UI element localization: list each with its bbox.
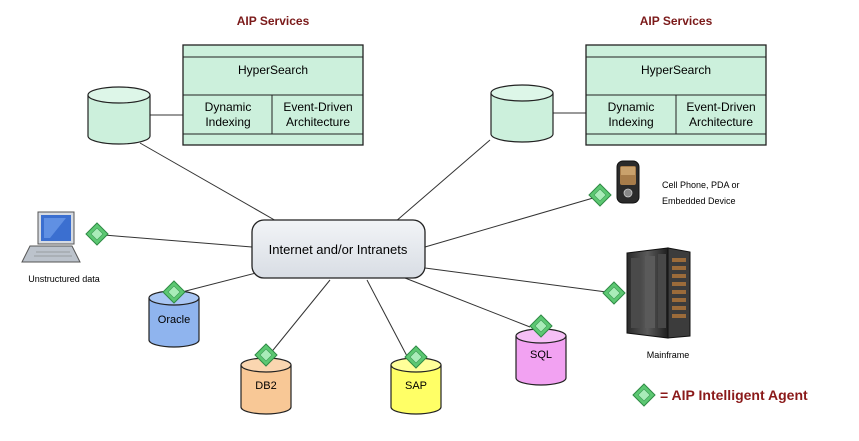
hub-label: Internet and/or Intranets	[269, 242, 408, 257]
link-phone	[424, 195, 601, 248]
agent-diamond-icon	[632, 383, 656, 407]
oracle-label: Oracle	[158, 314, 190, 326]
dynamic-label-line1: Dynamic	[608, 100, 655, 114]
link-oracle	[177, 271, 261, 294]
db2-database: DB2	[240, 343, 292, 415]
sap-label: SAP	[405, 380, 427, 392]
phone-label-line2: Embedded Device	[662, 196, 736, 206]
service-title: AIP Services	[640, 14, 713, 28]
link-right-service	[394, 139, 491, 223]
aip-service-left: AIP Services HyperSearch Dynamic Indexin…	[87, 14, 364, 146]
service-title: AIP Services	[237, 14, 310, 28]
event-driven-label-line1: Event-Driven	[686, 100, 755, 114]
sql-database: SQL	[515, 314, 567, 386]
link-left-service	[139, 142, 279, 223]
agent-diamond-icon	[588, 183, 612, 207]
indexing-label-line2: Indexing	[205, 115, 250, 129]
mainframe-node: Mainframe	[602, 247, 691, 360]
link-mainframe	[424, 267, 615, 294]
sap-database: SAP	[390, 345, 442, 415]
mainframe-label: Mainframe	[647, 350, 690, 360]
link-db2	[264, 279, 331, 361]
service-database-cylinder	[87, 86, 151, 145]
link-laptop	[103, 234, 253, 248]
indexing-label-line2: Indexing	[608, 115, 653, 129]
phone-node: Cell Phone, PDA or Embedded Device	[588, 160, 740, 207]
architecture-label-line2: Architecture	[689, 115, 753, 129]
connection-lines	[103, 112, 615, 361]
cell-phone-icon	[616, 160, 640, 204]
mainframe-icon	[626, 247, 691, 339]
hypersearch-label: HyperSearch	[238, 63, 308, 77]
dynamic-label-line1: Dynamic	[205, 100, 252, 114]
phone-label-line1: Cell Phone, PDA or	[662, 180, 740, 190]
network-hub: Internet and/or Intranets	[251, 219, 426, 279]
hypersearch-label: HyperSearch	[641, 63, 711, 77]
legend: = AIP Intelligent Agent	[632, 383, 808, 407]
legend-label: = AIP Intelligent Agent	[660, 387, 808, 403]
db2-label: DB2	[255, 380, 276, 392]
service-database-cylinder	[490, 84, 554, 143]
agent-diamond-icon	[85, 222, 109, 246]
laptop-label: Unstructured data	[28, 274, 100, 284]
hub-box	[251, 219, 426, 279]
link-sql	[404, 277, 531, 328]
laptop-icon	[21, 211, 81, 263]
agent-diamond-icon	[602, 281, 626, 305]
link-sap	[366, 279, 409, 359]
architecture-label-line2: Architecture	[286, 115, 350, 129]
sql-label: SQL	[530, 349, 552, 361]
aip-service-right: AIP Services HyperSearch Dynamic Indexin…	[490, 14, 767, 146]
laptop-node: Unstructured data	[21, 211, 109, 284]
oracle-database: Oracle	[148, 280, 200, 348]
event-driven-label-line1: Event-Driven	[283, 100, 352, 114]
